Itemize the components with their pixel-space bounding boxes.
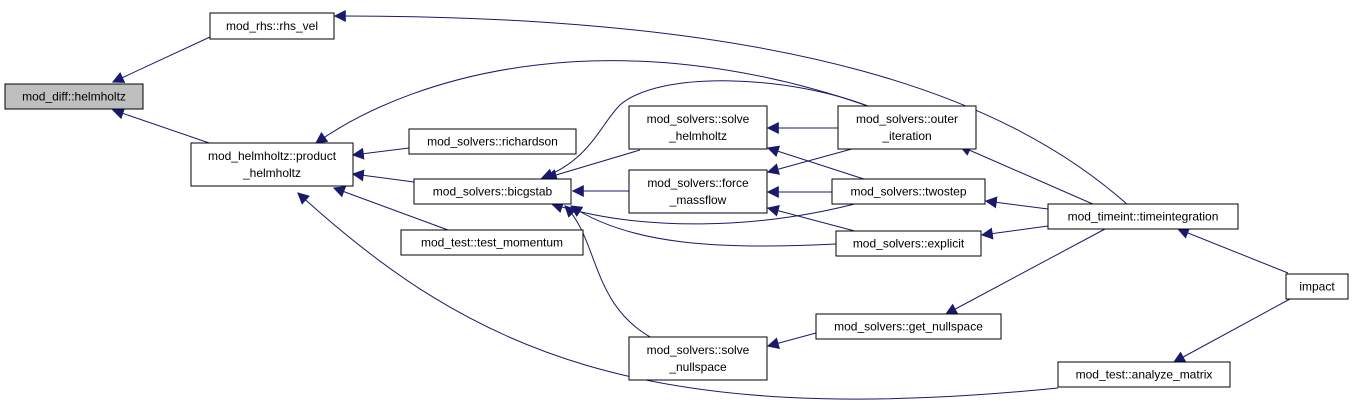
node-label-line: mod_solvers::explicit [853, 237, 965, 251]
node-label-line: _helmholtz [242, 166, 301, 180]
node-label-line: mod_rhs::rhs_vel [226, 19, 318, 33]
edge-test-momentum-to-product-helmholtz [332, 186, 449, 231]
node-mod-solvers-force-massflow[interactable]: mod_solvers::force_massflow [628, 169, 768, 214]
node-label-line: _helmholtz [668, 129, 727, 143]
node-label-line: mod_solvers::twostep [850, 185, 966, 199]
edge-impact-to-analyze-matrix [1172, 298, 1291, 363]
node-mod-helmholtz-product-helmholtz[interactable]: mod_helmholtz::product_helmholtz [190, 142, 354, 187]
node-label-line: mod_timeint::timeintegration [1068, 210, 1219, 224]
node-mod-solvers-solve-helmholtz[interactable]: mod_solvers::solve_helmholtz [628, 105, 768, 150]
node-label-line: mod_solvers::richardson [427, 135, 558, 149]
node-mod-solvers-solve-nullspace[interactable]: mod_solvers::solve_nullspace [628, 336, 768, 381]
node-label-line: _nullspace [668, 360, 727, 374]
nodes-layer: mod_diff::helmholtz mod_rhs::rhs_vel mod… [4, 12, 1349, 388]
edge-analyze-matrix-to-product-helmholtz [297, 192, 1059, 400]
edge-twostep-to-solve-helmholtz [766, 145, 871, 182]
edge-explicit-to-force-massflow [766, 204, 867, 235]
edge-solve-helmholtz-to-bicgstab [544, 149, 641, 181]
node-mod-diff-helmholtz[interactable]: mod_diff::helmholtz [4, 83, 144, 110]
edge-impact-to-timeintegration [1176, 227, 1289, 274]
node-mod-solvers-richardson[interactable]: mod_solvers::richardson [408, 128, 577, 155]
node-mod-rhs-rhs-vel[interactable]: mod_rhs::rhs_vel [209, 12, 335, 40]
node-mod-solvers-explicit[interactable]: mod_solvers::explicit [835, 230, 982, 257]
edge-twostep-to-bicgstab [550, 200, 867, 225]
edge-outer-iteration-to-product-helmholtz [315, 60, 869, 144]
node-label-line: mod_solvers::bicgstab [433, 185, 553, 199]
node-mod-solvers-bicgstab[interactable]: mod_solvers::bicgstab [413, 178, 572, 205]
node-label-line: _iteration [881, 129, 931, 143]
node-label-line: mod_solvers::solve [647, 112, 750, 126]
node-label-line: impact [1299, 280, 1335, 294]
node-mod-test-test-momentum[interactable]: mod_test::test_momentum [400, 229, 584, 256]
node-impact[interactable]: impact [1285, 273, 1349, 300]
edge-timeintegration-to-rhs-vel [333, 9, 1129, 206]
node-mod-solvers-outer-iteration[interactable]: mod_solvers::outer_iteration [837, 105, 977, 150]
node-label-line: mod_helmholtz::product [208, 149, 337, 163]
edge-richardson-to-product-helmholtz [351, 147, 410, 160]
edge-rhs-vel-to-helmholtz [111, 36, 211, 83]
edge-timeintegration-to-outer-iteration [958, 144, 1096, 206]
node-mod-solvers-twostep[interactable]: mod_solvers::twostep [831, 178, 986, 205]
edge-solve-nullspace-to-bicgstab [564, 205, 661, 343]
edge-product-helmholtz-to-helmholtz [111, 107, 219, 147]
edge-get-nullspace-to-solve-nullspace [766, 332, 817, 349]
node-label-line: mod_solvers::solve [647, 343, 750, 357]
node-label-line: mod_solvers::get_nullspace [834, 320, 983, 334]
node-label-line: mod_test::analyze_matrix [1076, 368, 1213, 382]
edge-bicgstab-to-product-helmholtz [351, 169, 415, 183]
edge-timeintegration-to-twostep [984, 196, 1049, 210]
node-label-line: mod_test::test_momentum [421, 236, 563, 250]
node-label-line: mod_solvers::outer [856, 112, 958, 126]
node-mod-timeint-timeintegration[interactable]: mod_timeint::timeintegration [1047, 203, 1239, 230]
edge-explicit-to-bicgstab [569, 205, 837, 247]
node-label-line: mod_solvers::force [647, 176, 749, 190]
edges-layer [111, 9, 1291, 400]
node-label-line: _massflow [669, 193, 727, 207]
node-label-line: mod_diff::helmholtz [22, 90, 126, 104]
node-mod-solvers-get-nullspace[interactable]: mod_solvers::get_nullspace [815, 313, 1002, 340]
edge-timeintegration-to-get-nullspace [944, 228, 1106, 315]
node-mod-test-analyze-matrix[interactable]: mod_test::analyze_matrix [1057, 361, 1231, 388]
edge-outer-iteration-to-bicgstab [540, 80, 871, 180]
edge-timeintegration-to-explicit [980, 225, 1049, 240]
